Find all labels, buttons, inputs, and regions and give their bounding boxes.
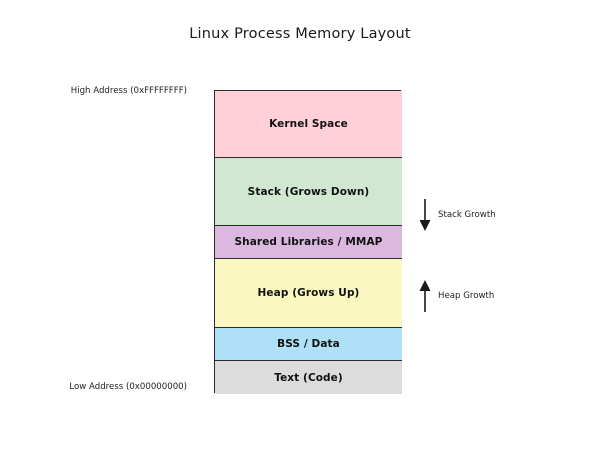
memory-block-label: Shared Libraries / MMAP	[234, 236, 383, 248]
memory-block-shared-libraries: Shared Libraries / MMAP	[215, 226, 402, 259]
heap-growth-arrow-icon	[419, 280, 431, 312]
stack-growth-arrow-icon	[419, 199, 431, 231]
memory-block-label: BSS / Data	[277, 338, 340, 350]
memory-block-label: Stack (Grows Down)	[247, 185, 370, 198]
memory-layout-stack: Kernel Space Stack (Grows Down) Shared L…	[214, 90, 402, 394]
memory-block-heap: Heap (Grows Up)	[215, 259, 402, 328]
high-address-label: High Address (0xFFFFFFFF)	[70, 86, 187, 96]
heap-growth-label: Heap Growth	[438, 291, 495, 301]
page-title: Linux Process Memory Layout	[189, 26, 411, 42]
memory-block-bss-data: BSS / Data	[215, 328, 402, 361]
memory-block-stack: Stack (Grows Down)	[215, 158, 402, 226]
low-address-label: Low Address (0x00000000)	[69, 382, 187, 392]
memory-block-label: Text (Code)	[274, 371, 343, 384]
memory-block-text-code: Text (Code)	[215, 361, 402, 394]
memory-block-label: Heap (Grows Up)	[257, 287, 360, 299]
memory-block-kernel-space: Kernel Space	[215, 91, 402, 158]
memory-block-label: Kernel Space	[269, 118, 348, 130]
stack-growth-label: Stack Growth	[438, 210, 496, 220]
